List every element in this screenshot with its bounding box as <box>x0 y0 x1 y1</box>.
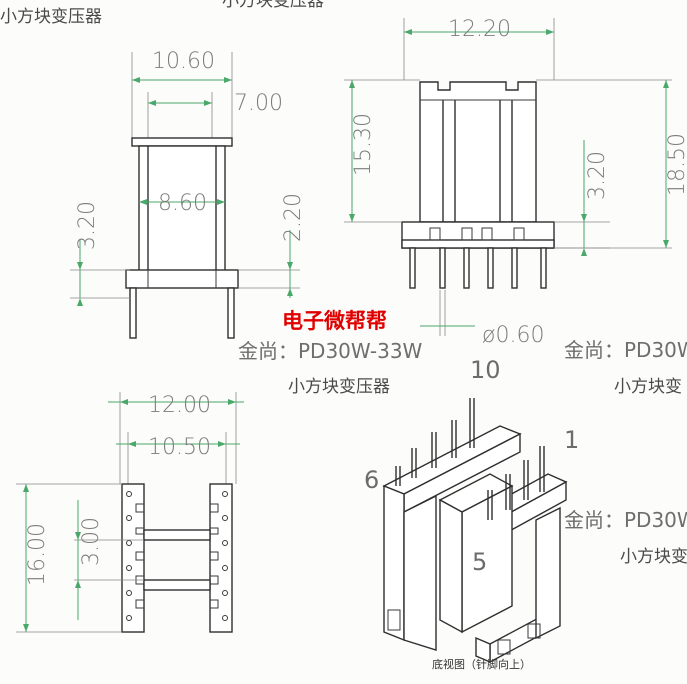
pin-label-6: 6 <box>364 466 379 494</box>
iso-caption: 底视图（针脚向上） <box>432 657 531 671</box>
dim-bottom-height: 16.00 <box>25 523 50 586</box>
dim-left-height: 3.20 <box>75 201 100 250</box>
model-name-right-2: 小方块变 <box>620 547 687 567</box>
top-left-label: 小方块变压器 <box>0 7 102 27</box>
pin-label-10: 10 <box>470 356 501 384</box>
pin-label-5: 5 <box>472 548 487 576</box>
dim-side-base-height: 3.20 <box>585 151 610 200</box>
model-name: 小方块变压器 <box>288 377 390 397</box>
bottom-view: 12.00 10.50 <box>16 392 244 633</box>
dim-bottom-outer-width: 12.00 <box>148 393 211 418</box>
dim-inner-width: 7.00 <box>234 91 283 116</box>
side-view: 12.20 15.30 3.20 <box>344 17 687 348</box>
dim-right-height: 2.20 <box>281 193 306 242</box>
dim-bottom-slot: 3.00 <box>79 517 104 566</box>
dim-bottom-inner-width: 10.50 <box>148 435 211 460</box>
dim-side-total-height: 18.50 <box>665 133 687 196</box>
isometric-view: 10 1 6 5 底视图（针脚向上） <box>364 356 579 671</box>
front-view: 10.60 7.00 8.60 3.20 <box>70 49 306 339</box>
dim-core-width: 8.60 <box>158 191 207 216</box>
dim-side-width: 12.20 <box>448 17 511 42</box>
dim-pin-diameter: ø0.60 <box>482 323 544 348</box>
model-name-right-1: 小方块变 <box>614 377 682 397</box>
model-label-right-1: 金尚：PD30W <box>564 338 687 362</box>
model-label: 金尚：PD30W-33W <box>238 339 423 363</box>
top-center-label: 小方块变压器 <box>222 0 324 11</box>
pin-holes <box>126 491 228 621</box>
pin-label-1: 1 <box>564 426 579 454</box>
dim-side-body-height: 15.30 <box>351 113 376 176</box>
model-label-right-2: 金尚：PD30W <box>564 508 687 532</box>
watermark-text: 电子微帮帮 <box>282 309 387 333</box>
dim-overall-width: 10.60 <box>152 49 215 74</box>
